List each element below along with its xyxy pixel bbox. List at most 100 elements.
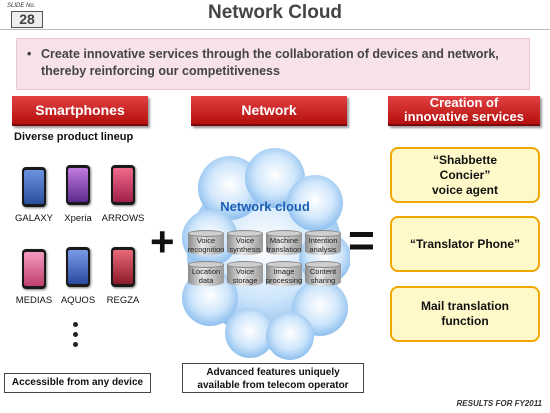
cylinder-body [305, 264, 341, 286]
service-1-line-3: voice agent [431, 182, 499, 197]
phone-medias-image [22, 249, 46, 289]
phone-xperia-image [66, 165, 90, 205]
phone-screen [24, 170, 44, 204]
cylinder-body [227, 264, 263, 286]
phone-galaxy-image [22, 167, 46, 207]
cylinder-body [266, 233, 302, 255]
advanced-features-note: Advanced features uniquely available fro… [182, 363, 364, 393]
phone-label-xperia: Xperia [64, 213, 92, 224]
phone-screen [24, 252, 44, 286]
summary-line-2: thereby reinforcing our competitiveness [41, 64, 280, 78]
function-label-line-1: Voice [196, 236, 216, 245]
phone-screen [113, 168, 133, 202]
phone-aquos-image [66, 247, 90, 287]
creation-header: Creation of innovative services [388, 96, 540, 126]
cylinder-top [305, 230, 341, 237]
function-label-line-1: Location [191, 267, 221, 276]
function-label-line-2: synthesis [229, 245, 261, 254]
service-3-line-1: Mail translation [420, 299, 509, 313]
phone-regza-image [111, 247, 135, 287]
service-voice-agent: “Shabbette Concier” voice agent [390, 147, 540, 203]
cylinder-top [188, 261, 224, 268]
slide-number-label: SLIDE No. [7, 3, 36, 9]
function-label-line-2: translation [266, 245, 302, 254]
function-label-line-1: Voice [235, 267, 255, 276]
plus-icon: + [150, 218, 175, 265]
creation-header-line-1: Creation of [429, 95, 499, 110]
bullet-icon: • [27, 47, 32, 61]
service-3-line-2: function [441, 314, 489, 328]
title-divider [0, 29, 550, 30]
cylinder-top [305, 261, 341, 268]
phone-label-arrows: ARROWS [101, 213, 145, 224]
page-title: Network Cloud [207, 2, 343, 23]
phone-screen [68, 168, 88, 202]
advanced-note-line-2: available from telecom operator [197, 380, 349, 391]
phone-label-galaxy: GALAXY [14, 213, 54, 224]
service-1-line-2: Concier” [439, 167, 491, 182]
summary-banner: • Create innovative services through the… [16, 38, 530, 90]
service-mail-translation: Mail translation function [390, 286, 540, 342]
footer-label: RESULTS FOR FY2011 [456, 399, 543, 408]
function-label-line-1: Content [309, 267, 337, 276]
cylinder-body [227, 233, 263, 255]
function-label-line-1: Voice [235, 236, 255, 245]
function-label-line-2: analysis [309, 245, 337, 254]
cloud-title: Network cloud [220, 199, 310, 214]
cylinder-body [188, 264, 224, 286]
smartphones-header: Smartphones [12, 96, 148, 126]
slide-number: SLIDE No. 28 [5, 3, 47, 28]
creation-header-line-2: innovative services [404, 109, 524, 124]
lineup-subtitle: Diverse product lineup [14, 131, 134, 143]
cylinder-top [266, 261, 302, 268]
cylinder-body [188, 233, 224, 255]
function-label-line-2: data [198, 276, 214, 285]
function-label-line-2: storage [232, 276, 258, 285]
service-1-line-1: “Shabbette [432, 152, 497, 167]
cylinder-body [305, 233, 341, 255]
service-translator-phone: “Translator Phone” [390, 216, 540, 272]
cylinder-top [266, 230, 302, 237]
function-label-line-1: Image [273, 267, 295, 276]
function-label-line-2: processing [265, 276, 303, 285]
phone-screen [113, 250, 133, 284]
summary-line-1: Create innovative services through the c… [41, 47, 499, 61]
cylinder-body [266, 264, 302, 286]
more-devices-ellipsis-icon [73, 322, 79, 352]
phone-label-regza: REGZA [106, 295, 140, 306]
summary-text: • Create innovative services through the… [27, 46, 519, 80]
cylinder-top [188, 230, 224, 237]
function-label-line-1: Machine [269, 236, 299, 245]
cylinder-top [227, 261, 263, 268]
cylinder-top [227, 230, 263, 237]
equals-icon: = [348, 214, 375, 266]
service-2-label: “Translator Phone” [409, 236, 521, 251]
function-label-line-1: Intention [308, 236, 338, 245]
function-label-line-2: sharing [310, 276, 336, 285]
accessible-note: Accessible from any device [4, 373, 151, 393]
phone-label-aquos: AQUOS [60, 295, 96, 306]
network-header: Network [191, 96, 347, 126]
function-label-line-2: recognition [187, 245, 225, 254]
slide-number-value: 28 [11, 11, 43, 28]
cloud-shape-icon [182, 148, 350, 360]
phone-label-medias: MEDIAS [15, 295, 53, 306]
phone-arrows-image [111, 165, 135, 205]
